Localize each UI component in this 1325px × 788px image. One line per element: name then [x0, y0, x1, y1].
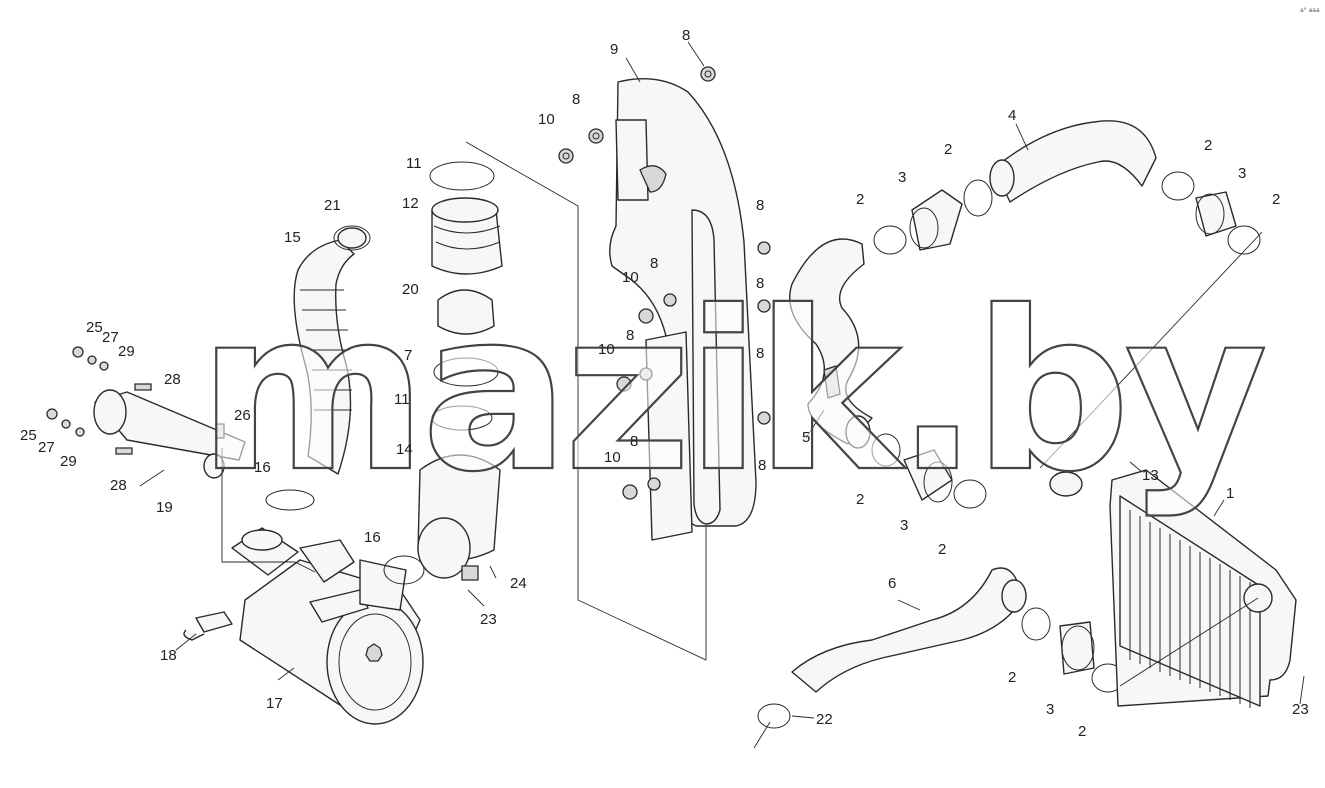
callout-8-a: 8 [682, 27, 690, 44]
sensor-connector [183, 611, 233, 641]
callout-3-b: 3 [1238, 165, 1246, 182]
intercooler-1 [1039, 231, 1297, 708]
callout-27-b: 27 [38, 439, 55, 456]
callout-4: 4 [1008, 107, 1016, 124]
callout-14: 14 [396, 441, 413, 458]
callout-23-b: 23 [1292, 701, 1309, 718]
callout-23-a: 23 [480, 611, 497, 628]
callout-24: 24 [510, 575, 527, 592]
callout-2-d: 2 [1272, 191, 1280, 208]
callout-12: 12 [402, 195, 419, 212]
callout-3-d: 3 [1046, 701, 1054, 718]
callout-26: 26 [234, 407, 251, 424]
callout-7: 7 [404, 347, 412, 364]
callout-8-c: 8 [756, 197, 764, 214]
pipe-6 [791, 567, 1027, 693]
pipe-4 [989, 120, 1157, 203]
clamps-2 [757, 171, 1261, 729]
callout-labels: 1 2 2 2 2 2 2 2 2 3 3 3 3 4 5 6 7 8 8 8 … [20, 27, 1309, 740]
callout-2-g: 2 [1008, 669, 1016, 686]
callout-2-e: 2 [856, 491, 864, 508]
air-filter-housing [231, 527, 424, 725]
corrugated-hose-15 [293, 227, 367, 475]
callout-5: 5 [802, 429, 810, 446]
callout-8-b: 8 [572, 91, 580, 108]
callout-8-h: 8 [630, 433, 638, 450]
callout-8-i: 8 [758, 457, 766, 474]
callout-20: 20 [402, 281, 419, 298]
coupler-3-top [909, 189, 963, 251]
callout-8-f: 8 [626, 327, 634, 344]
duct-stack [417, 161, 503, 581]
callout-2-f: 2 [938, 541, 946, 558]
pipe-5 [789, 238, 873, 449]
leader-lines [139, 41, 1305, 749]
callout-2-h: 2 [1078, 723, 1086, 740]
callout-29-a: 29 [118, 343, 135, 360]
callout-2-a: 2 [856, 191, 864, 208]
callout-17: 17 [266, 695, 283, 712]
callout-28-b: 28 [110, 477, 127, 494]
bracket-clamp-19 [93, 389, 316, 573]
callout-22: 22 [816, 711, 833, 728]
callout-10-c: 10 [598, 341, 615, 358]
callout-11-a: 11 [406, 155, 422, 172]
callout-3-a: 3 [898, 169, 906, 186]
callout-25-b: 25 [20, 427, 37, 444]
callout-11-b: 11 [394, 391, 410, 408]
callout-2-c: 2 [1204, 137, 1212, 154]
callout-8-d: 8 [650, 255, 658, 272]
callout-28-a: 28 [164, 371, 181, 388]
callout-10-d: 10 [604, 449, 621, 466]
callout-27-a: 27 [102, 329, 119, 346]
callout-13: 13 [1142, 467, 1159, 484]
callout-16-a: 16 [254, 459, 271, 476]
nuts-8-10 [558, 66, 771, 500]
callout-6: 6 [888, 575, 896, 592]
callout-16-b: 16 [364, 529, 381, 546]
callout-1: 1 [1226, 485, 1234, 502]
callout-15: 15 [284, 229, 301, 246]
small-bolts-left [46, 346, 225, 455]
hose-clamps-small [265, 225, 425, 585]
callout-19: 19 [156, 499, 173, 516]
callout-9: 9 [610, 41, 618, 58]
callout-8-g: 8 [756, 345, 764, 362]
corner-mark: a° aaa [1300, 7, 1320, 14]
callout-21: 21 [324, 197, 341, 214]
callout-25-a: 25 [86, 319, 103, 336]
callout-10-a: 10 [538, 111, 555, 128]
coupler-3-bottom [1059, 621, 1095, 675]
coupler-3-mid [903, 449, 953, 503]
callout-2-b: 2 [944, 141, 952, 158]
callout-10-b: 10 [622, 269, 639, 286]
shroud-9 [609, 77, 757, 541]
thin-frame-lines [465, 141, 707, 661]
callout-8-e: 8 [756, 275, 764, 292]
callout-18: 18 [160, 647, 177, 664]
coupler-3-right [1195, 191, 1237, 237]
watermark-text: mazik.by [198, 264, 1265, 520]
callout-3-c: 3 [900, 517, 908, 534]
callout-29-b: 29 [60, 453, 77, 470]
